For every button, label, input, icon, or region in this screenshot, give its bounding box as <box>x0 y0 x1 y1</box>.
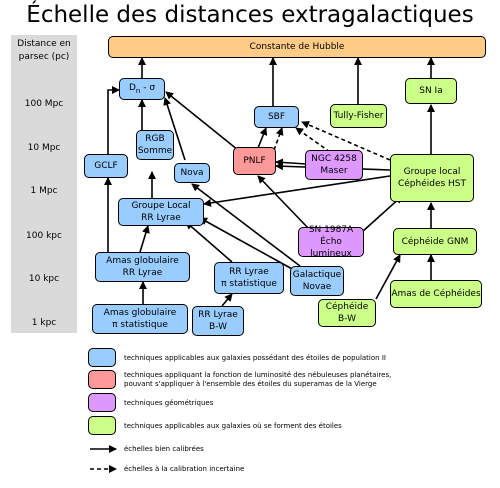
node-amas-de-cepheides: Amas de Céphéides <box>390 280 482 308</box>
node-cepheide-bw: Céphéide B-W <box>318 299 376 327</box>
node-gclf-label: GCLF <box>94 161 118 171</box>
legend-text-star-forming: techniques applicables aux galaxies où s… <box>124 422 342 430</box>
legend-red-line2: pouvant s'appliquer à l'ensemble des éto… <box>124 380 377 388</box>
axis-tick-10mpc: 10 Mpc <box>27 143 61 153</box>
node-amas-globulaire-pi-statistique: Amas globulaire π statistique <box>92 304 188 334</box>
axis-title-line1: Distance en <box>17 39 71 49</box>
diagram-title: Échelle des distances extragalactiques <box>26 2 474 28</box>
node-ngc-line1: NGC 4258 <box>311 154 357 164</box>
node-rgb-line2: Somme <box>137 146 173 156</box>
node-rr-bw-line1: RR Lyrae <box>198 310 238 320</box>
node-constante-hubble: Constante de Hubble <box>108 36 486 58</box>
arrow-galnovae-to-groupe-rr <box>199 217 295 271</box>
arrow-ngc-to-pnlf <box>275 158 307 167</box>
node-amas-cepheides-label: Amas de Céphéides <box>391 289 481 299</box>
distance-axis-band <box>11 35 77 333</box>
node-sn1987-line1: SN 1987A <box>308 225 354 235</box>
node-constante-hubble-label: Constante de Hubble <box>249 42 345 52</box>
node-galnovae-line1: Galactique <box>292 270 342 280</box>
legend-swatch-planetary-nebulae <box>88 370 116 389</box>
node-galnovae-line2: Novae <box>302 282 332 292</box>
node-sn-ia: SN Ia <box>405 78 457 104</box>
node-pnlf: PNLF <box>233 147 276 175</box>
node-groupe-rr-line2: RR Lyrae <box>141 213 181 223</box>
node-groupe-local-rr-lyrae: Groupe Local RR Lyrae <box>118 198 204 226</box>
arrow-hst-to-groupe-rr <box>203 175 391 207</box>
axis-tick-1mpc: 1 Mpc <box>30 186 58 196</box>
node-ceph-bw-line2: B-W <box>338 314 356 324</box>
node-ngc4258-maser: NGC 4258 Maser <box>305 150 363 180</box>
arrow-gclf-to-dn <box>107 86 120 154</box>
legend-text-solid-arrow: échelles bien calibrées <box>124 445 204 453</box>
legend-text-planetary-nebulae: techniques appliquant la fonction de lum… <box>124 371 391 389</box>
arrow-hst-to-sbf-dashed <box>301 121 391 161</box>
node-hst-line1: Groupe local <box>403 167 461 177</box>
node-rr-lyrae-pi-statistique: RR Lyrae π statistique <box>214 262 284 294</box>
node-nova-label: Nova <box>180 168 204 178</box>
legend-text-geometric: techniques géométriques <box>124 399 214 407</box>
node-ngc-line2: Maser <box>320 166 348 176</box>
node-dn-sigma-label: Dn - σ <box>128 82 156 95</box>
node-sbf: SBF <box>254 106 299 128</box>
axis-title-line2: parsec (pc) <box>18 52 70 62</box>
node-amas-rr-line2: RR Lyrae <box>122 268 163 278</box>
node-cepheide-gnm-label: Céphéide GNM <box>401 236 469 247</box>
legend-swatch-star-forming <box>88 416 116 435</box>
arrow-sn1987-to-pnlf <box>257 175 311 231</box>
node-galactique-novae: Galactique Novae <box>290 266 344 296</box>
axis-tick-10kpc: 10 kpc <box>28 274 60 284</box>
arrow-sn1987-to-hst <box>361 195 403 233</box>
arrow-amas-rr-to-groupe-rr <box>139 225 150 253</box>
legend-text-dashed-arrow: échelles à la calibration incertaine <box>124 465 245 473</box>
node-groupe-rr-line1: Groupe Local <box>131 201 191 211</box>
axis-tick-100mpc: 100 Mpc <box>24 99 64 109</box>
arrow-rr-bw-to-rr-pi <box>221 293 233 307</box>
node-sn1987-line2: Écho lumineux <box>310 237 352 259</box>
node-gclf: GCLF <box>84 154 128 178</box>
node-groupe-local-hst: Groupe local Céphéides HST <box>390 154 474 202</box>
node-rr-bw-line2: B-W <box>209 322 227 332</box>
node-ceph-bw-line1: Céphéide <box>325 302 369 312</box>
node-amas-rr-line1: Amas globulaire <box>106 256 179 266</box>
arrow-ceph-bw-to-gnm <box>375 254 401 300</box>
node-sn-ia-label: SN Ia <box>419 86 443 96</box>
arrow-rr-pi-to-groupe-rr <box>185 221 233 263</box>
node-rgb-line1: RGB <box>145 134 165 144</box>
node-hst-line2: Céphéides HST <box>397 179 467 189</box>
legend-swatch-population-ii <box>88 348 116 367</box>
node-tully-fisher: Tully-Fisher <box>330 104 387 128</box>
arrow-pnlf-to-sbf <box>257 127 268 149</box>
arrow-pnlf-to-dn <box>165 91 239 151</box>
axis-tick-100kpc: 100 kpc <box>26 231 62 241</box>
node-tully-fisher-label: Tully-Fisher <box>333 111 384 121</box>
node-pnlf-label: PNLF <box>243 156 266 166</box>
node-sbf-label: SBF <box>267 112 286 122</box>
legend-swatch-geometric <box>88 393 116 412</box>
node-sn1987a: SN 1987A Écho lumineux <box>298 225 364 259</box>
node-rr-lyrae-bw: RR Lyrae B-W <box>192 306 244 336</box>
legend-text-population-ii: techniques applicables aux galaxies poss… <box>124 354 386 362</box>
node-dn-sigma: Dn - σ <box>119 78 165 100</box>
node-rr-pi-line2: π statistique <box>221 279 277 289</box>
node-nova: Nova <box>174 163 210 183</box>
node-cepheide-gnm: Céphéide GNM <box>393 228 477 255</box>
node-amas-pi-line2: π statistique <box>112 320 168 330</box>
arrow-nova-to-dn <box>163 97 186 161</box>
node-amas-pi-line1: Amas globulaire <box>103 308 177 318</box>
node-rr-pi-line1: RR Lyrae <box>229 267 269 277</box>
axis-title: Distance en parsec (pc) <box>11 38 77 64</box>
axis-tick-1kpc: 1 kpc <box>31 318 57 328</box>
node-amas-globulaire-rr-lyrae: Amas globulaire RR Lyrae <box>95 252 190 282</box>
arrow-galnovae-to-nova <box>191 183 301 267</box>
arrow-pnlf-to-sbf-dashed <box>273 127 284 151</box>
node-rgb-somme: RGB Somme <box>136 130 174 160</box>
legend-red-line1: techniques appliquant la fonction de lum… <box>124 371 392 379</box>
